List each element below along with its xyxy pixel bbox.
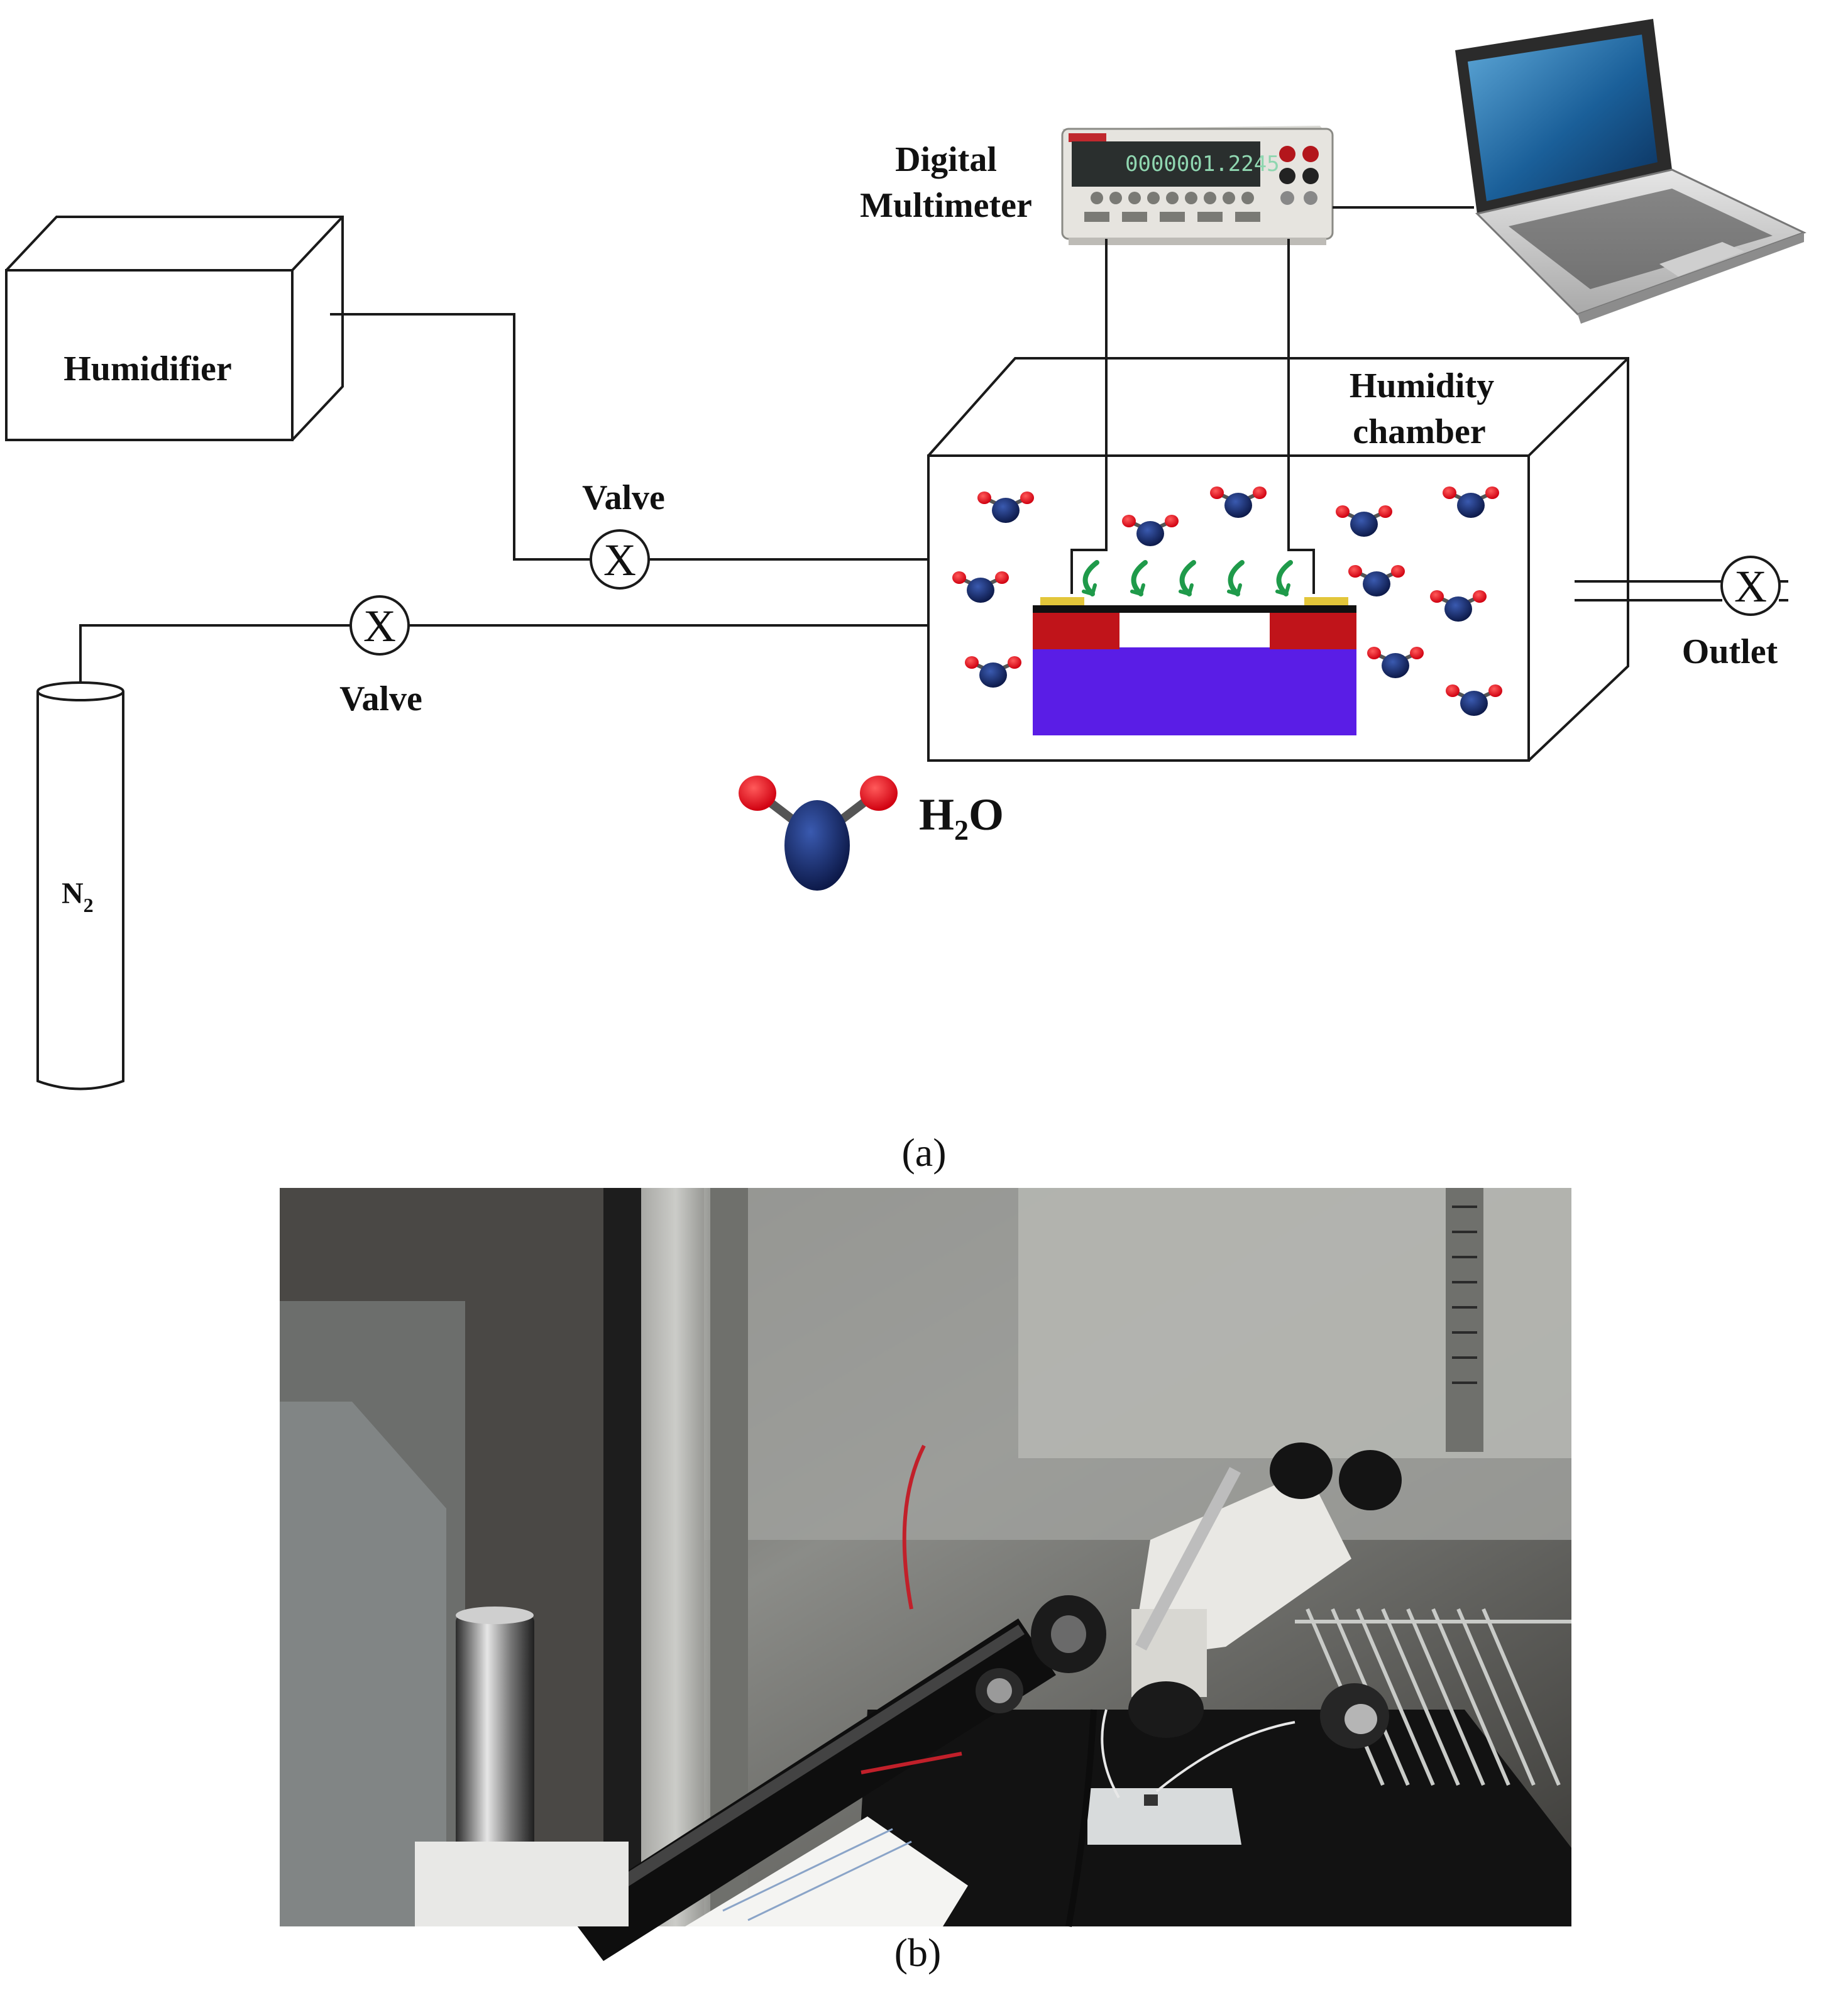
sensor-device bbox=[1033, 597, 1356, 735]
outlet-pipe bbox=[1575, 580, 1788, 602]
valve-top-symbol: X bbox=[590, 529, 650, 590]
multimeter-label-line2: Multimeter bbox=[860, 186, 1032, 225]
humidity-chamber bbox=[927, 357, 1629, 762]
h2o-legend-molecule bbox=[739, 776, 898, 891]
laptop-icon bbox=[1455, 19, 1807, 324]
svg-text:X: X bbox=[603, 535, 636, 585]
valve-top-label: Valve bbox=[582, 478, 665, 517]
probe-wire-left bbox=[1070, 239, 1108, 594]
panel-b-photo bbox=[280, 1188, 1571, 1961]
chamber-label-line1: Humidity bbox=[1350, 366, 1494, 405]
svg-text:X: X bbox=[363, 601, 396, 651]
outlet-valve-symbol: X bbox=[1720, 556, 1781, 616]
humidifier-label: Humidifier bbox=[63, 349, 232, 388]
valve-bottom-symbol: X bbox=[349, 595, 410, 656]
nitrogen-cylinder bbox=[36, 681, 124, 1090]
multimeter-display: 0000001.2245 bbox=[1125, 151, 1280, 177]
nitrogen-label: N2 bbox=[62, 877, 94, 916]
probe-wire-right bbox=[1287, 239, 1315, 594]
humidifier-box bbox=[5, 216, 344, 441]
valve-bottom-label: Valve bbox=[339, 679, 422, 718]
nitrogen-pipe bbox=[79, 624, 352, 682]
adsorption-arrows bbox=[1082, 560, 1293, 596]
h2o-legend-label: H2O bbox=[919, 789, 1004, 846]
humidifier-pipe bbox=[330, 313, 591, 561]
digital-multimeter: 0000001.2245 bbox=[1061, 126, 1334, 245]
chamber-label-line2: chamber bbox=[1353, 412, 1486, 451]
multimeter-label-line1: Digital bbox=[895, 140, 997, 179]
outlet-label: Outlet bbox=[1682, 632, 1778, 671]
caption-b: (b) bbox=[894, 1930, 942, 1975]
caption-a: (a) bbox=[901, 1130, 946, 1175]
svg-text:X: X bbox=[1734, 561, 1767, 612]
panel-a: Humidifier X Valve N2 X Valve bbox=[5, 19, 1807, 1175]
